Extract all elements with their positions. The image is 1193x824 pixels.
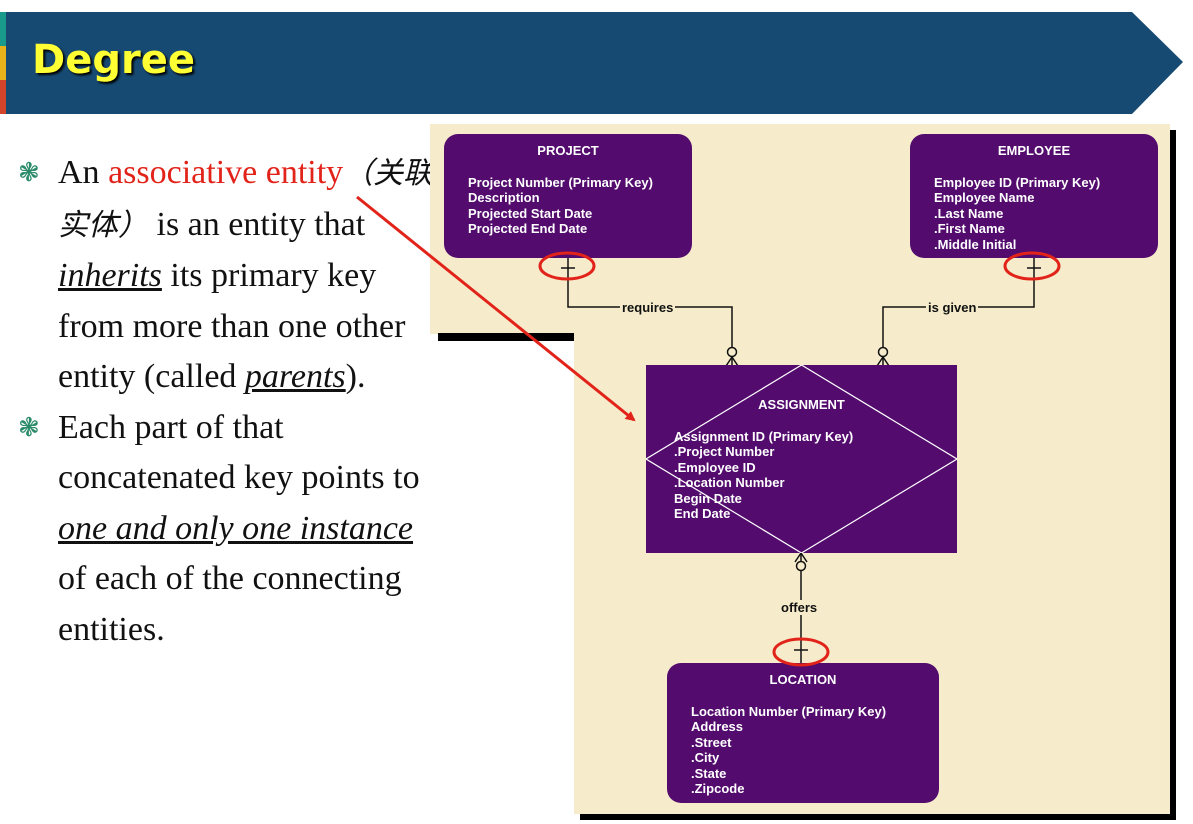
attribute: Project Number (Primary Key) bbox=[468, 174, 653, 190]
banner-shape bbox=[0, 12, 1183, 114]
bullet-2: ❃ Each part of that concatenated key poi… bbox=[18, 403, 438, 656]
associative-entity-term: associative entity bbox=[108, 154, 344, 191]
entity-location-name: LOCATION bbox=[769, 672, 837, 687]
relationship-diamond bbox=[646, 365, 957, 553]
attribute: Description bbox=[468, 190, 540, 205]
entity-assignment: ASSIGNMENT Assignment ID (Primary Key) .… bbox=[646, 365, 957, 553]
attribute: .Street bbox=[691, 734, 732, 750]
highlight-circle-employee bbox=[1003, 251, 1061, 281]
relationship-requires-label: requires bbox=[620, 300, 676, 315]
attribute: .Zipcode bbox=[691, 781, 745, 796]
diagram-shadow bbox=[438, 333, 574, 341]
bullet-1-text-a: An bbox=[58, 154, 109, 191]
relationship-is-given-label: is given bbox=[926, 300, 979, 315]
entity-assignment-attributes: Assignment ID (Primary Key) .Project Num… bbox=[646, 429, 957, 522]
entity-location-attributes: Location Number (Primary Key) Address .S… bbox=[667, 704, 939, 797]
page-title: Degree bbox=[32, 37, 195, 83]
attribute: .Middle Initial bbox=[934, 236, 1017, 252]
relationship-offers-label: offers bbox=[779, 600, 820, 615]
attribute: Address bbox=[691, 719, 744, 734]
bullet-1-text-c: its primary key from more than one other… bbox=[58, 257, 406, 395]
entity-employee-name: EMPLOYEE bbox=[997, 143, 1071, 158]
entity-project-name: PROJECT bbox=[537, 143, 599, 158]
flower-bullet-icon: ❃ bbox=[18, 158, 40, 187]
attribute: Projected End Date bbox=[468, 221, 588, 236]
attribute: Assignment ID (Primary Key) bbox=[674, 428, 854, 444]
entity-employee-attributes: Employee ID (Primary Key) Employee Name … bbox=[910, 175, 1158, 253]
bullet-1-text-d: ). bbox=[345, 358, 366, 395]
chinese-translation: （关联实体） bbox=[58, 157, 434, 242]
entity-assignment-name: ASSIGNMENT bbox=[758, 397, 845, 412]
attribute: .Location Number bbox=[674, 475, 785, 490]
one-and-only-one-term: one and only one instance bbox=[58, 509, 414, 547]
attribute: .First Name bbox=[934, 221, 1005, 236]
bullet-1: ❃ An associative entity（关联实体） is an enti… bbox=[18, 148, 438, 403]
inherits-term: inherits bbox=[58, 257, 162, 294]
bullet-2-text-b: of each of the connecting entities. bbox=[58, 560, 402, 648]
entity-employee: EMPLOYEE Employee ID (Primary Key) Emplo… bbox=[910, 134, 1158, 258]
attribute: .State bbox=[691, 765, 727, 781]
attribute: .Last Name bbox=[934, 205, 1004, 221]
attribute: Employee Name bbox=[934, 190, 1035, 205]
bullet-list: ❃ An associative entity（关联实体） is an enti… bbox=[18, 148, 438, 655]
entity-project: PROJECT Project Number (Primary Key) Des… bbox=[444, 134, 692, 258]
attribute: Begin Date bbox=[674, 490, 742, 506]
flower-bullet-icon: ❃ bbox=[18, 412, 40, 442]
attribute: Projected Start Date bbox=[468, 205, 593, 221]
entity-location: LOCATION Location Number (Primary Key) A… bbox=[667, 663, 939, 803]
bullet-2-text-a: Each part of that concatenated key point… bbox=[58, 408, 420, 497]
highlight-circle-project bbox=[538, 251, 596, 281]
attribute: Location Number (Primary Key) bbox=[691, 703, 887, 719]
highlight-arrow bbox=[356, 195, 636, 422]
attribute: Employee ID (Primary Key) bbox=[934, 174, 1101, 190]
parents-term: parents bbox=[244, 358, 346, 395]
attribute: .City bbox=[691, 750, 720, 765]
title-banner bbox=[0, 12, 1193, 114]
entity-project-attributes: Project Number (Primary Key) Description… bbox=[444, 175, 692, 237]
bullet-1-text-b: is an entity that bbox=[148, 205, 366, 243]
attribute: .Project Number bbox=[674, 444, 775, 459]
highlight-circle-location bbox=[772, 637, 830, 667]
attribute: End Date bbox=[674, 506, 731, 521]
attribute: .Employee ID bbox=[674, 459, 756, 475]
